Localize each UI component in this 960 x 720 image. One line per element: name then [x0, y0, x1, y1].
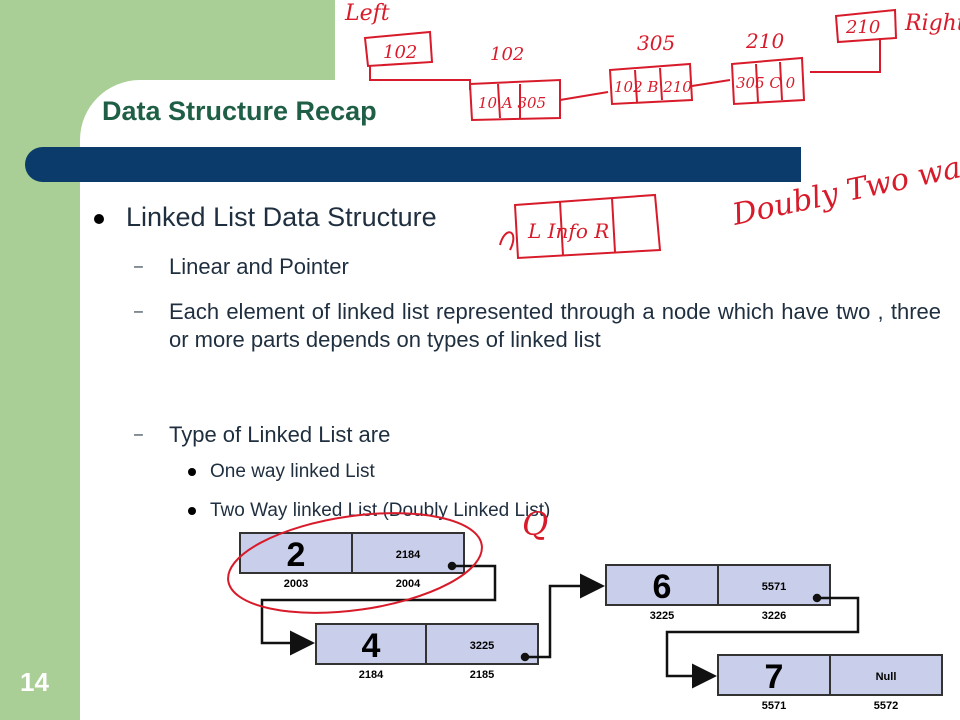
annotation-text: Doubly Two way [728, 147, 960, 234]
type-item-text: Two Way linked List (Doubly Linked List) [210, 500, 551, 521]
node-address: 2003 [284, 578, 308, 590]
main-bullet-text: Linked List Data Structure [126, 202, 437, 232]
handwritten-annotations [227, 8, 898, 614]
node-address: 3225 [650, 610, 674, 622]
doubly-node [513, 193, 662, 260]
slide-number: 14 [20, 667, 49, 697]
annotation-text: 305 C 0 [736, 74, 796, 92]
annotation-text: 10 A 305 [478, 94, 546, 112]
annotation-text: Right [904, 11, 960, 36]
left-accent-bar [0, 0, 80, 720]
annotation-text: 210 [745, 29, 784, 53]
dash-icon: – [134, 426, 143, 443]
list-node: 4 3225 2184 2185 [315, 623, 539, 681]
node-address: 5571 [762, 700, 786, 712]
top-accent-bar [0, 0, 335, 80]
connector-arrows [260, 561, 860, 689]
title-underline-bar [25, 147, 801, 182]
list-node: 2 2184 2003 2004 [239, 532, 465, 590]
list-node: 7 Null 5571 5572 [717, 654, 943, 712]
handwritten-text: Left Right 102 102 305 210 10 A 305 102 … [344, 1, 960, 543]
slide-title: Data Structure Recap [102, 96, 377, 126]
list-node: 6 5571 3225 3226 [605, 564, 831, 622]
node-value: 6 [653, 568, 672, 606]
circle-highlight [227, 512, 483, 614]
node-address: 2185 [470, 669, 494, 681]
top-box [363, 30, 434, 68]
sub-point-text: Each element of linked list represented … [169, 299, 941, 352]
dash-icon: – [134, 303, 143, 320]
bullet-dot-icon [188, 507, 196, 515]
sub-point-text: Linear and Pointer [169, 254, 349, 279]
annotation-node [468, 78, 561, 122]
right-box [834, 8, 898, 44]
node-address: 5572 [874, 700, 898, 712]
type-item-text: One way linked List [210, 461, 375, 482]
annotation-text: 102 [383, 42, 417, 63]
annotation-text: 210 [845, 17, 880, 38]
annotation-node [608, 62, 694, 106]
annotation-text: Left [344, 1, 390, 26]
bullet-dot-icon [188, 468, 196, 476]
node-address: 2184 [359, 669, 384, 681]
node-pointer: Null [876, 671, 897, 683]
annotation-text: Q [522, 505, 548, 543]
annotation-node [730, 56, 806, 106]
node-pointer: 5571 [762, 581, 786, 593]
annotation-text: 102 B 210 [614, 78, 692, 96]
sub-point-text: Type of Linked List are [169, 422, 391, 447]
bullet-dot-icon [94, 214, 104, 224]
node-value: 2 [287, 536, 306, 574]
annotation-text: L Info R [527, 219, 609, 243]
node-value: 4 [362, 627, 381, 665]
node-value: 7 [765, 658, 784, 696]
dash-icon: – [134, 258, 143, 275]
node-address: 3226 [762, 610, 786, 622]
annotation-text: 305 [637, 31, 675, 55]
node-pointer: 3225 [470, 640, 494, 652]
node-pointer: 2184 [396, 549, 421, 561]
annotation-text: 102 [490, 44, 524, 65]
node-address: 2004 [396, 578, 421, 590]
